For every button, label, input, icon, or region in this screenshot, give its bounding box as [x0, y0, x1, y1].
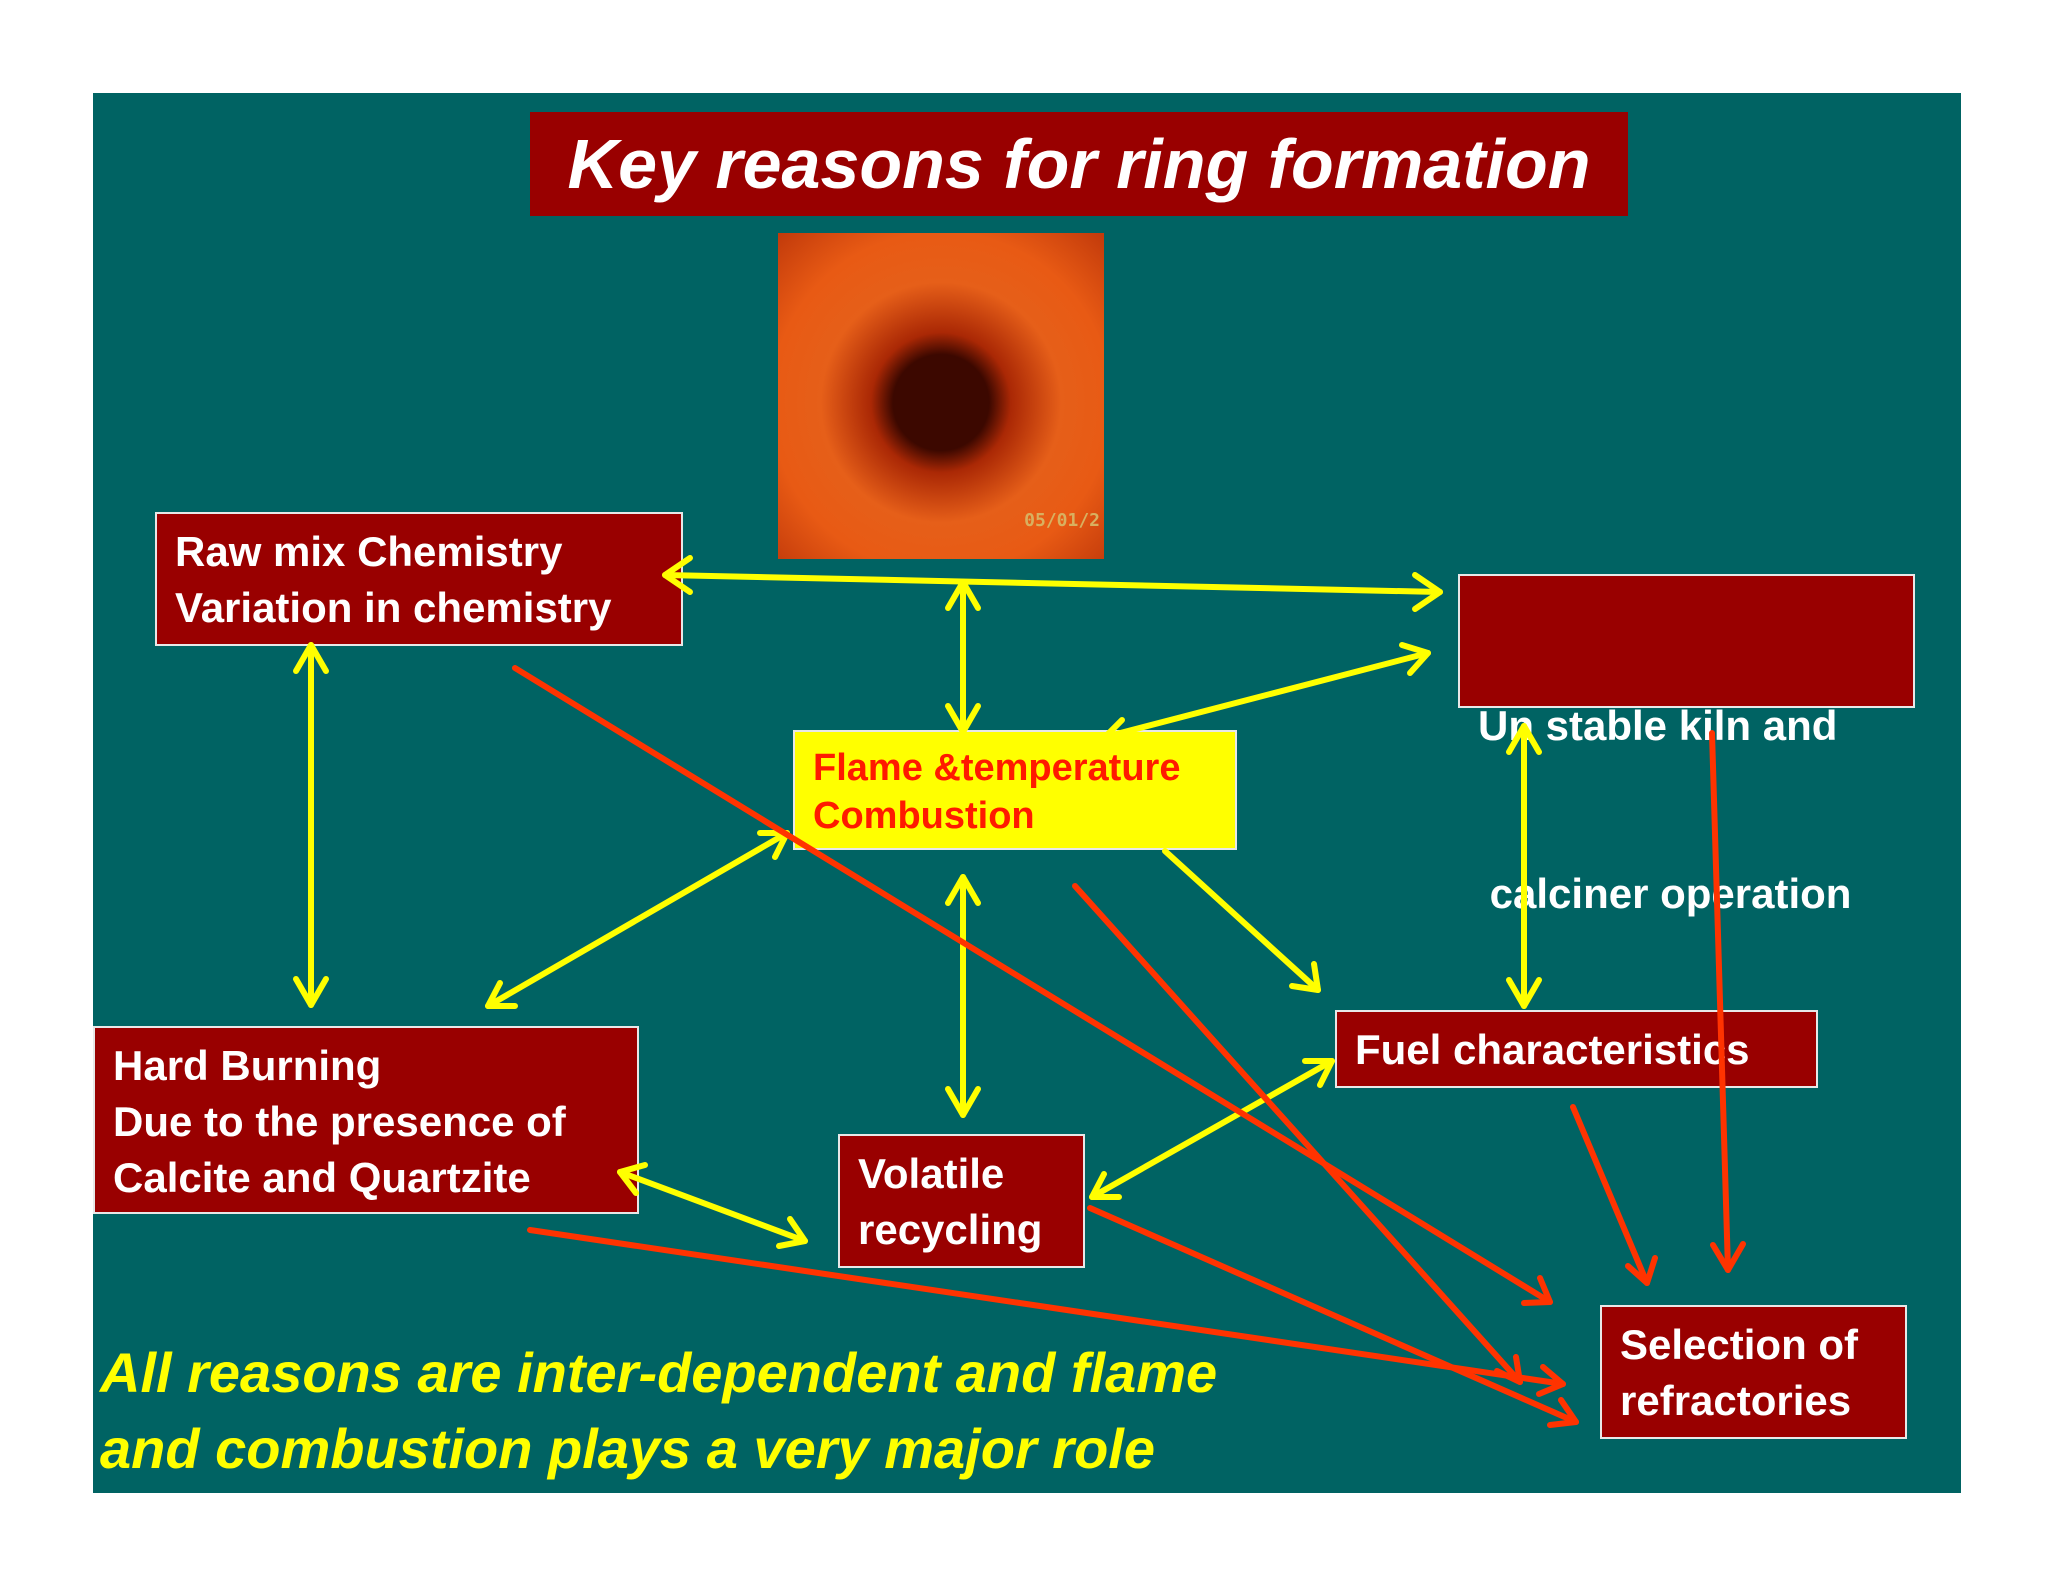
kiln-glow: [778, 233, 1104, 559]
node-hard-burning-line-2: Due to the presence of: [113, 1098, 566, 1145]
node-volatile-line-2: recycling: [858, 1206, 1043, 1253]
conclusion-text: All reasons are inter-dependent and flam…: [100, 1335, 1217, 1487]
conclusion-line-2: and combustion plays a very major role: [100, 1417, 1156, 1480]
node-fuel-line-1: Fuel characteristics: [1355, 1026, 1750, 1073]
photo-timestamp: 05/01/2: [1024, 510, 1100, 531]
node-hard-burning-line-1: Hard Burning: [113, 1042, 382, 1089]
node-unstable-kiln-line-1: Un stable kiln and: [1478, 702, 1838, 749]
node-raw-mix-line-2: Variation in chemistry: [175, 584, 612, 631]
node-unstable-kiln: Un stable kiln and calciner operation: [1458, 574, 1915, 917]
kiln-ring-photo: 05/01/2: [778, 233, 1104, 559]
node-refractories-line-2: refractories: [1620, 1377, 1852, 1424]
node-selection-of-refractories: Selection of refractories: [1600, 1305, 1907, 1439]
conclusion-line-1: All reasons are inter-dependent and flam…: [100, 1341, 1218, 1404]
node-flame-line-1: Flame &temperature: [813, 747, 1181, 789]
node-refractories-line-1: Selection of: [1620, 1321, 1859, 1368]
node-volatile-recycling: Volatile recycling: [838, 1134, 1085, 1268]
node-flame-line-2: Combustion: [813, 795, 1035, 837]
node-unstable-kiln-line-2: calciner operation: [1478, 870, 1852, 917]
slide-title: Key reasons for ring formation: [530, 112, 1628, 216]
node-hard-burning-line-3: Calcite and Quartzite: [113, 1154, 531, 1201]
node-flame-combustion: Flame &temperature Combustion: [793, 730, 1237, 850]
node-volatile-line-1: Volatile: [858, 1150, 1005, 1197]
node-fuel-characteristics: Fuel characteristics: [1335, 1010, 1818, 1088]
node-raw-mix-chemistry: Raw mix Chemistry Variation in chemistry: [155, 512, 683, 646]
node-raw-mix-line-1: Raw mix Chemistry: [175, 528, 563, 575]
node-hard-burning: Hard Burning Due to the presence of Calc…: [93, 1026, 639, 1214]
